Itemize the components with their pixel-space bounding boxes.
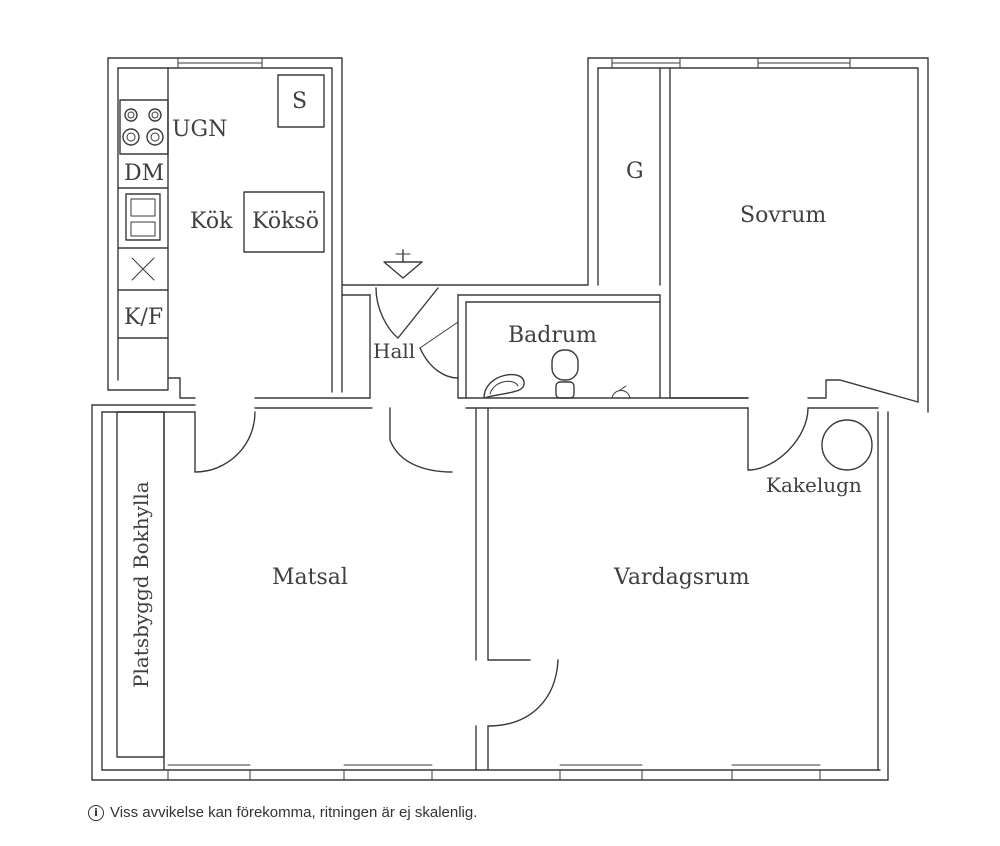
- label-s: S: [292, 89, 307, 114]
- info-icon: i: [88, 804, 104, 821]
- label-hall: Hall: [373, 339, 415, 363]
- label-koksoe: Köksö: [252, 209, 319, 234]
- bedroom-walls: [587, 57, 929, 413]
- lower-walls: [91, 397, 889, 781]
- label-kf: K/F: [124, 305, 163, 330]
- label-kakelugn: Kakelugn: [766, 473, 862, 497]
- label-kok: Kök: [190, 209, 233, 234]
- label-dm: DM: [124, 161, 164, 186]
- kitchen-counter: [117, 99, 169, 339]
- label-ugn: UGN: [172, 117, 227, 142]
- doors: [194, 287, 809, 727]
- label-matsal: Matsal: [272, 565, 348, 590]
- label-g: G: [626, 159, 644, 184]
- disclaimer: i Viss avvikelse kan förekomma, ritninge…: [88, 804, 477, 821]
- label-badrum: Badrum: [508, 323, 597, 348]
- storage-box: [277, 74, 325, 128]
- label-sovrum: Sovrum: [740, 203, 826, 228]
- bathroom-fixtures: [483, 349, 631, 399]
- hall-bath-walls: [341, 249, 661, 399]
- kitchen-island: [243, 191, 325, 253]
- disclaimer-text: Viss avvikelse kan förekomma, ritningen …: [110, 804, 478, 821]
- tiled-stove: [821, 419, 873, 471]
- label-vardagsrum: Vardagsrum: [613, 565, 750, 590]
- label-bokhylla: Platsbyggd Bokhylla: [129, 481, 153, 688]
- kitchen-walls: [107, 57, 343, 399]
